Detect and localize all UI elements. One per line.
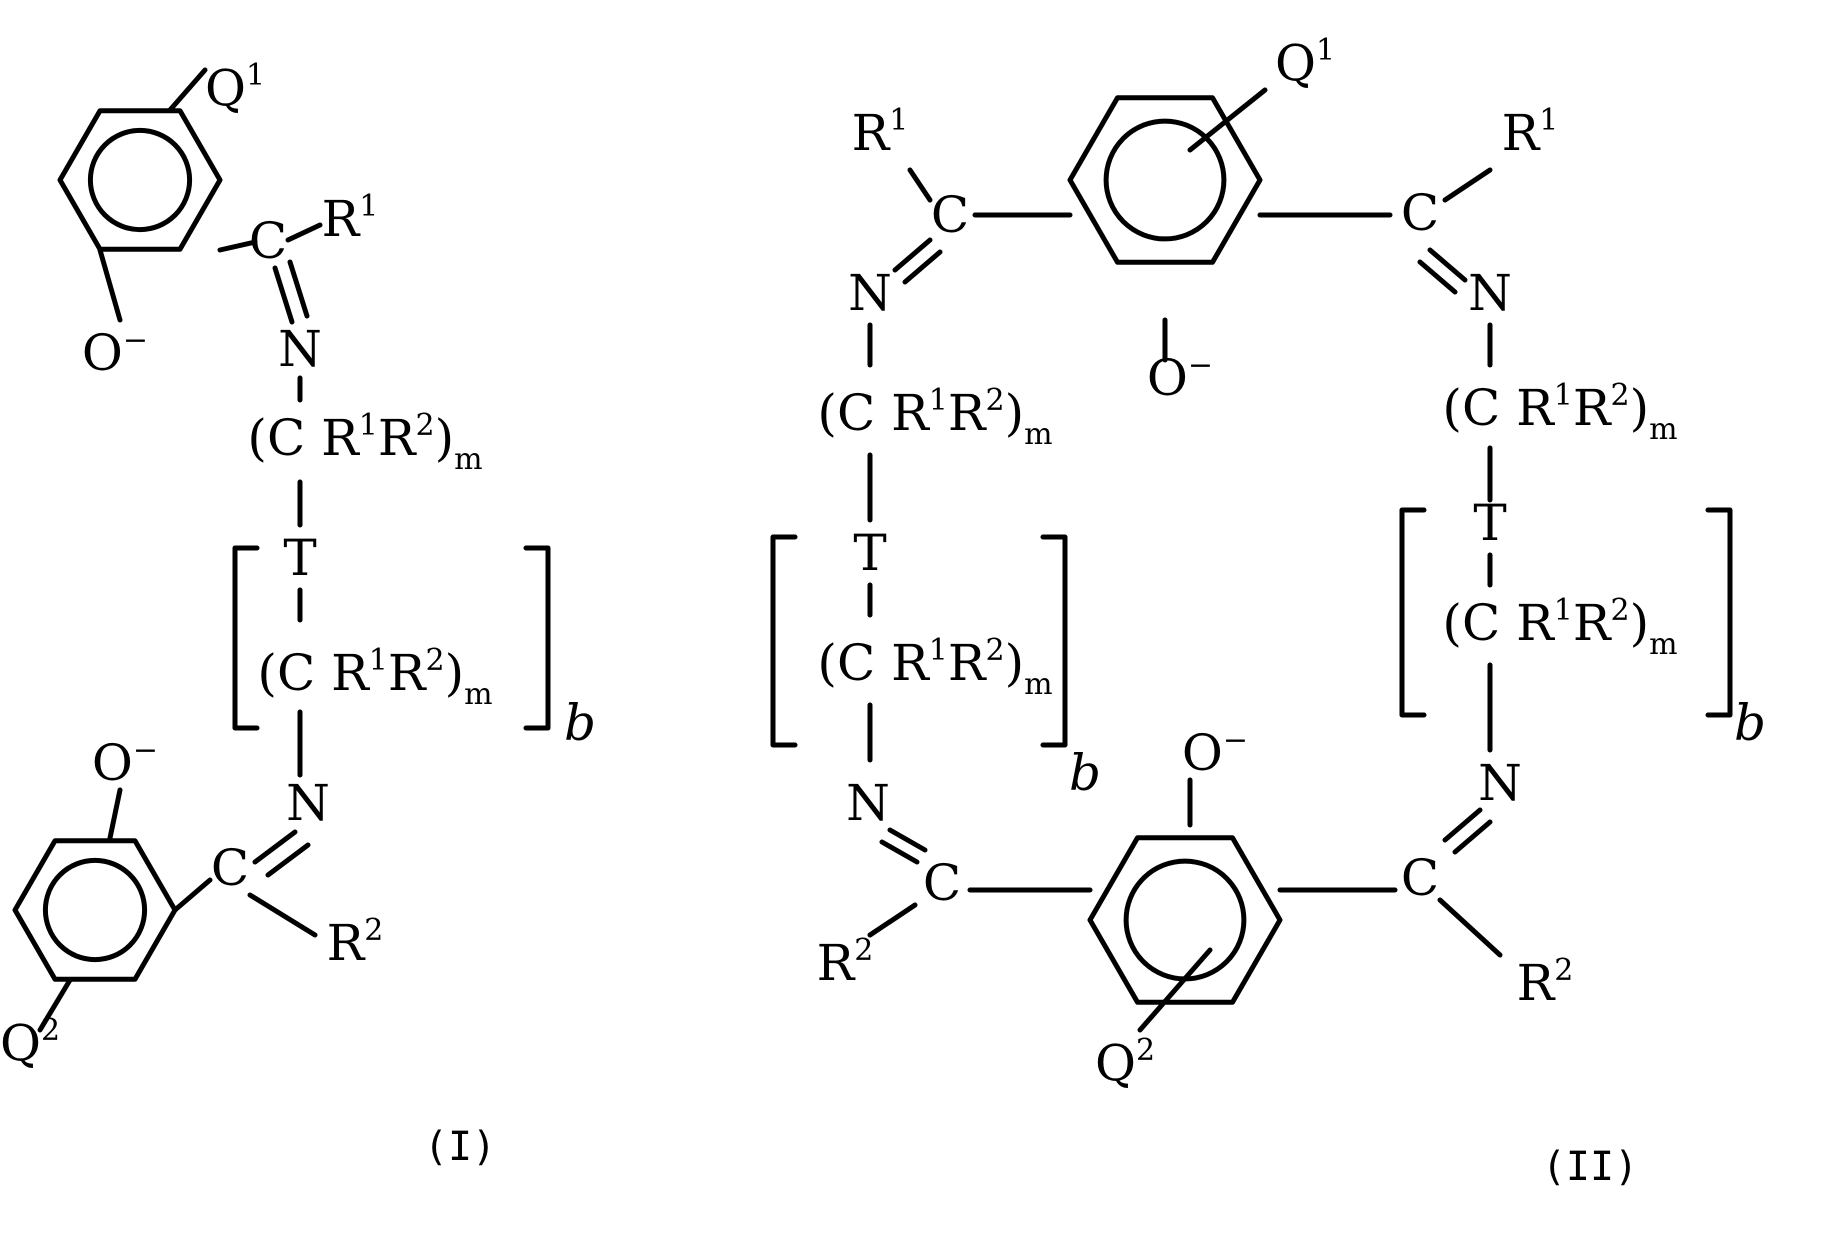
carbon-bottom-right-II: C (1401, 849, 1439, 907)
nitrogen-top-left-II: N (848, 264, 892, 322)
label-R2-I: R2 (327, 913, 384, 972)
label-R2-left-II: R2 (817, 933, 874, 992)
bond-C-N-I-b (290, 262, 307, 316)
group-CR1R2m-bottom-I: (C R1R2)m (257, 643, 492, 712)
atom-T-I: T (283, 529, 316, 587)
brackets-right-II-right-bracket (1708, 510, 1730, 715)
atom-T-right-II: T (1473, 494, 1506, 552)
bond-Q2-II (1140, 950, 1210, 1030)
brackets-I-subscript-b: b (564, 694, 596, 752)
atom-T-left-II: T (853, 524, 886, 582)
formula-label-II: (II) (1542, 1144, 1638, 1190)
brackets-left-II-subscript-b: b (1069, 744, 1101, 802)
carbon-bottom-I: C (211, 839, 249, 897)
nitrogen-bottom-left-II: N (846, 774, 890, 832)
label-Q1-I: Q1 (205, 58, 265, 117)
bond-ring-C-bottom-I (175, 880, 210, 910)
brackets-right-II-left-bracket (1402, 510, 1424, 715)
group-CR1R2m-bottom-right-II: (C R1R2)m (1442, 593, 1677, 662)
brackets-left-II-right-bracket (1043, 537, 1065, 745)
carbon-top-right-II: C (1401, 184, 1439, 242)
bond-C-R2-left-II (870, 905, 915, 935)
label-O-bottom-I: O− (92, 733, 158, 792)
label-R1-I: R1 (322, 189, 379, 248)
group-CR1R2m-bottom-left-II: (C R1R2)m (817, 633, 1052, 702)
bond-C-R1-right-II (1445, 170, 1490, 200)
bond-Q1-I (170, 70, 205, 110)
nitrogen-bottom-right-II: N (1478, 754, 1522, 812)
carbon-bottom-left-II: C (923, 854, 961, 912)
label-Q1-II: Q1 (1275, 33, 1335, 92)
bond-ring-O-bottom-I (110, 790, 120, 838)
label-R1-left-II: R1 (852, 103, 909, 162)
brackets-left-II-left-bracket (773, 537, 795, 745)
bond-C-R1-I (288, 225, 320, 240)
ring-top-I-aromatic-circle (90, 130, 189, 229)
ring-bottom-I-aromatic-circle (45, 860, 144, 959)
group-CR1R2m-top-left-II: (C R1R2)m (817, 383, 1052, 452)
label-Q2-I: Q2 (0, 1013, 60, 1072)
label-O-top-II: O− (1147, 348, 1213, 407)
brackets-I-right-bracket (526, 548, 548, 728)
label-O-top-I: O− (82, 323, 148, 382)
label-Q2-II: Q2 (1095, 1033, 1155, 1092)
carbon-top-I: C (249, 212, 287, 270)
bond-C-R2-right-II (1440, 900, 1500, 955)
ring-bottom-II-aromatic-circle (1126, 861, 1244, 979)
label-R1-right-II: R1 (1502, 103, 1559, 162)
group-CR1R2m-top-right-II: (C R1R2)m (1442, 378, 1677, 447)
bond-C-N-I-a (275, 268, 292, 322)
nitrogen-top-I: N (278, 320, 322, 378)
bond-C-R2-I (250, 895, 315, 935)
bond-ring-O-I (100, 250, 120, 320)
carbon-top-left-II: C (931, 186, 969, 244)
group-CR1R2m-top-I: (C R1R2)m (247, 408, 482, 477)
label-R2-right-II: R2 (1517, 953, 1574, 1012)
nitrogen-top-right-II: N (1468, 264, 1512, 322)
formula-label-I: (I) (424, 1124, 496, 1170)
bond-C-R1-left-II (910, 170, 930, 200)
label-O-bottom-II: O− (1182, 723, 1248, 782)
brackets-right-II-subscript-b: b (1734, 694, 1766, 752)
nitrogen-bottom-I: N (286, 774, 330, 832)
brackets-I-left-bracket (235, 548, 257, 728)
